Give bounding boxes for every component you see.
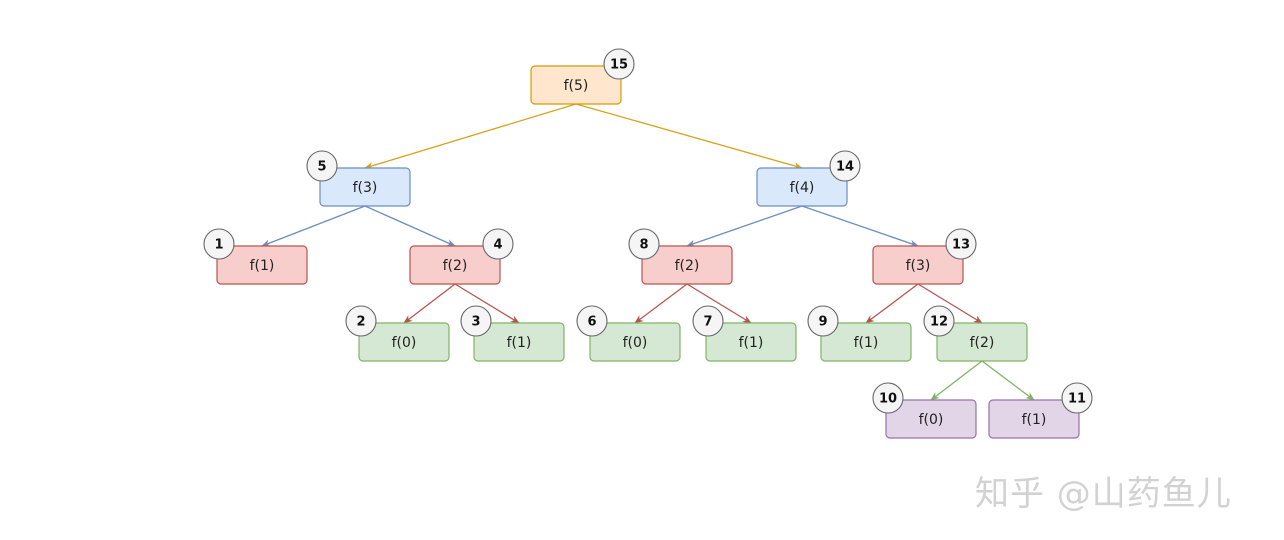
order-badge — [1061, 382, 1093, 414]
edge-n3-to-n2a — [364, 205, 456, 247]
node-box — [756, 167, 848, 207]
tree-node-n5: f(5) 15 — [530, 48, 635, 105]
order-badge-label: 5 — [317, 160, 326, 175]
order-badge — [576, 305, 608, 337]
node-label: f(5) — [564, 78, 589, 94]
node-box — [988, 399, 1080, 439]
order-badge — [807, 305, 839, 337]
edge-n2c-to-n1e — [981, 360, 1035, 401]
order-badge — [306, 150, 338, 182]
order-badge-label: 7 — [703, 315, 712, 330]
node-box — [885, 399, 977, 439]
tree-node-n2a: f(2) 4 — [409, 228, 514, 285]
node-label: f(2) — [675, 258, 700, 274]
node-label: f(1) — [854, 335, 879, 351]
node-label: f(2) — [970, 335, 995, 351]
order-badge-label: 2 — [356, 315, 365, 330]
node-box — [358, 322, 450, 362]
edge-n3-to-n1a — [261, 205, 366, 247]
order-badge-label: 4 — [493, 238, 502, 253]
tree-node-n0b: f(0) 6 — [576, 305, 681, 362]
tree-node-n1a: f(1) 1 — [203, 228, 308, 285]
edge-n3b-to-n1d — [865, 283, 919, 324]
node-label: f(1) — [250, 258, 275, 274]
tree-node-n0c: f(0) 10 — [872, 382, 977, 439]
order-badge-label: 10 — [879, 392, 897, 407]
tree-node-n3b: f(3) 13 — [872, 228, 977, 285]
tree-node-n4: f(4) 14 — [756, 150, 861, 207]
tree-node-n1c: f(1) 7 — [692, 305, 797, 362]
tree-node-n3: f(3) 5 — [306, 150, 411, 207]
edge-n4-to-n2b — [686, 205, 803, 247]
tree-node-n0a: f(0) 2 — [345, 305, 450, 362]
edges-layer — [261, 103, 1035, 401]
node-label: f(3) — [906, 258, 931, 274]
order-badge — [203, 228, 235, 260]
order-badge-label: 11 — [1068, 392, 1086, 407]
node-box — [641, 245, 733, 285]
order-badge-label: 6 — [587, 315, 596, 330]
order-badge-label: 13 — [952, 238, 970, 253]
node-label: f(3) — [353, 180, 378, 196]
edge-n4-to-n3b — [801, 205, 919, 247]
order-badge-label: 3 — [471, 315, 480, 330]
node-label: f(1) — [1022, 412, 1047, 428]
watermark-text: 知乎 @山药鱼儿 — [975, 474, 1232, 514]
node-box — [319, 167, 411, 207]
order-badge — [923, 305, 955, 337]
edge-n2a-to-n1b — [454, 283, 520, 324]
node-box — [872, 245, 964, 285]
node-box — [530, 65, 622, 105]
edge-n5-to-n3 — [364, 103, 577, 170]
edge-n2c-to-n0c — [930, 360, 983, 401]
node-label: f(0) — [919, 412, 944, 428]
tree-node-n1e: f(1) 11 — [988, 382, 1093, 439]
order-badge — [603, 48, 635, 80]
order-badge — [829, 150, 861, 182]
order-badge — [945, 228, 977, 260]
order-badge — [872, 382, 904, 414]
node-label: f(2) — [443, 258, 468, 274]
order-badge-label: 1 — [214, 238, 223, 253]
order-badge-label: 9 — [818, 315, 827, 330]
node-label: f(0) — [392, 335, 417, 351]
tree-node-n1b: f(1) 3 — [460, 305, 565, 362]
edge-n2a-to-n0a — [403, 283, 456, 324]
tree-node-n1d: f(1) 9 — [807, 305, 912, 362]
node-box — [473, 322, 565, 362]
order-badge — [460, 305, 492, 337]
order-badge-label: 15 — [610, 58, 628, 73]
node-box — [409, 245, 501, 285]
edge-n3b-to-n2c — [917, 283, 983, 324]
node-box — [820, 322, 912, 362]
node-box — [589, 322, 681, 362]
order-badge — [628, 228, 660, 260]
node-box — [936, 322, 1028, 362]
tree-node-n2b: f(2) 8 — [628, 228, 733, 285]
node-box — [216, 245, 308, 285]
order-badge-label: 12 — [930, 315, 948, 330]
node-box — [705, 322, 797, 362]
tree-node-n2c: f(2) 12 — [923, 305, 1028, 362]
node-label: f(1) — [739, 335, 764, 351]
order-badge — [345, 305, 377, 337]
node-label: f(0) — [623, 335, 648, 351]
node-label: f(1) — [507, 335, 532, 351]
order-badge — [482, 228, 514, 260]
nodes-layer: f(5)15f(3)5f(4)14f(1)1f(2)4f(2)8f(3)13f(… — [203, 48, 1093, 439]
node-label: f(4) — [790, 180, 815, 196]
order-badge-label: 14 — [836, 160, 854, 175]
edge-n2b-to-n1c — [686, 283, 752, 324]
order-badge-label: 8 — [639, 238, 648, 253]
edge-n5-to-n4 — [575, 103, 803, 170]
order-badge — [692, 305, 724, 337]
edge-n2b-to-n0b — [634, 283, 688, 324]
